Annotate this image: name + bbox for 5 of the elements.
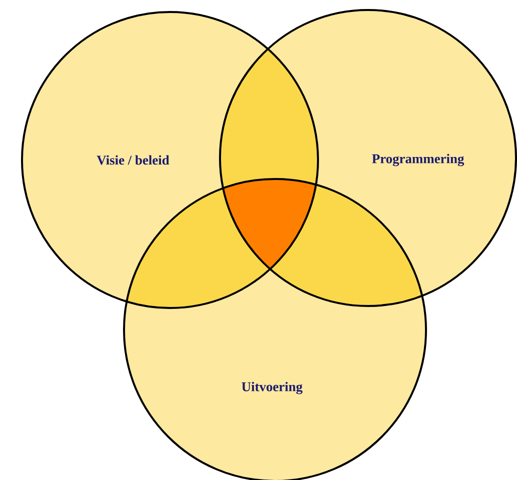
circle-label: Visie / beleid xyxy=(96,155,170,165)
circle-label: Uitvoering xyxy=(242,382,302,394)
venn-circle xyxy=(219,9,517,307)
circle-label: Programmering xyxy=(372,154,464,166)
venn-circle xyxy=(21,11,319,309)
